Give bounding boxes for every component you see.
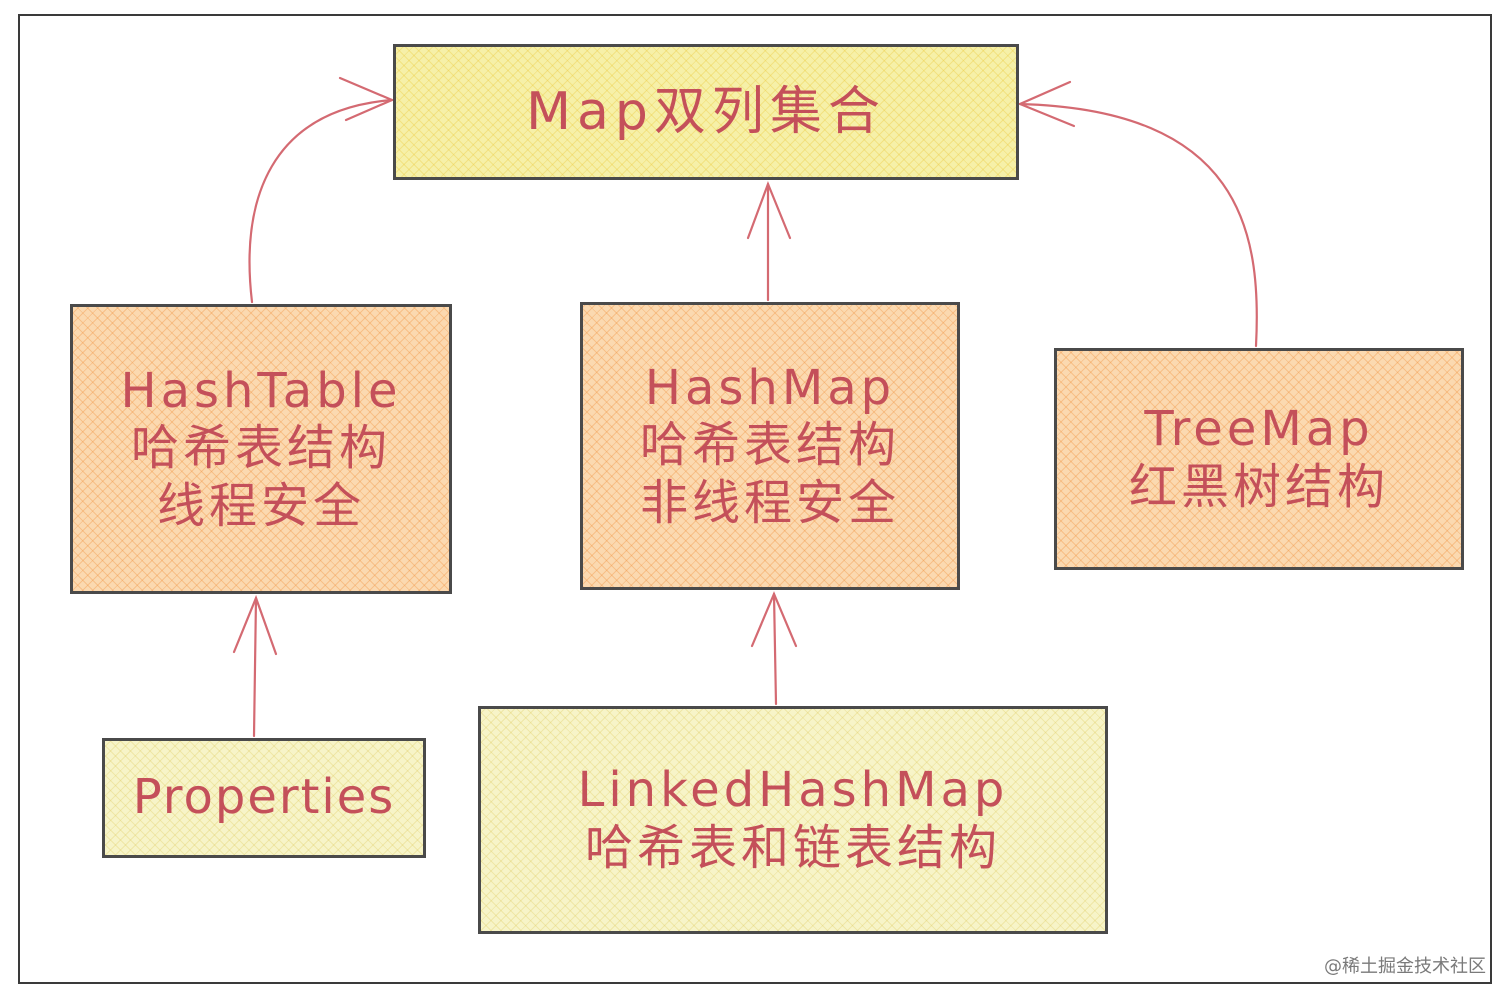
node-treemap: TreeMap 红黑树结构 xyxy=(1054,348,1464,570)
node-properties: Properties xyxy=(102,738,426,858)
node-hashmap-title: HashMap xyxy=(644,359,896,416)
node-treemap-title: TreeMap xyxy=(1144,401,1374,458)
node-hashmap-structure: 哈希表结构 xyxy=(639,417,900,474)
node-linkedhashmap-title: LinkedHashMap xyxy=(577,762,1009,819)
node-hashtable-title: HashTable xyxy=(120,362,402,419)
node-hashmap-thread: 非线程安全 xyxy=(639,474,900,531)
node-map-collection: Map双列集合 xyxy=(393,44,1019,180)
node-hashtable-structure: 哈希表结构 xyxy=(130,420,391,477)
node-hashtable-thread: 线程安全 xyxy=(156,477,365,534)
node-hashtable: HashTable 哈希表结构 线程安全 xyxy=(70,304,452,594)
node-map-label: Map双列集合 xyxy=(526,81,886,142)
watermark-text: @稀土掘金技术社区 xyxy=(1324,956,1486,977)
node-properties-title: Properties xyxy=(132,769,396,826)
node-hashmap: HashMap 哈希表结构 非线程安全 xyxy=(580,302,960,590)
node-treemap-structure: 红黑树结构 xyxy=(1128,459,1389,515)
node-linkedhashmap: LinkedHashMap 哈希表和链表结构 xyxy=(478,706,1108,934)
node-linkedhashmap-structure: 哈希表和链表结构 xyxy=(584,820,1001,876)
